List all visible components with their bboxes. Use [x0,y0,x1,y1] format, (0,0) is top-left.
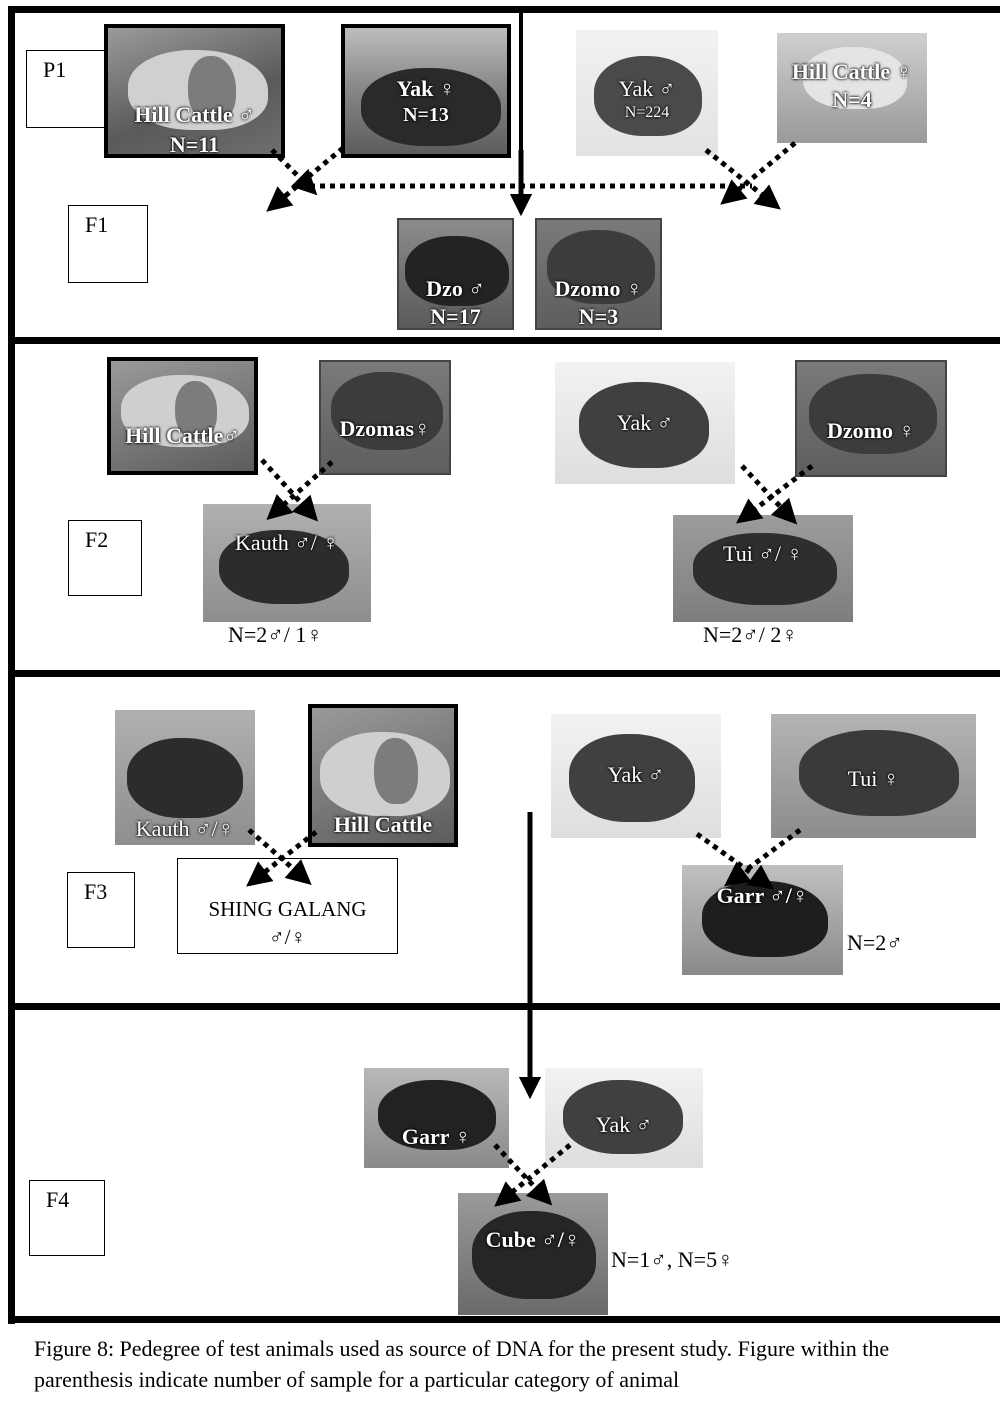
p1-yak-female-name: Yak ♀ [396,76,456,101]
arrow-f2-hillcattle-to-kauth [260,458,319,522]
f2-kauth-count: N=2♂/ 1♀ [228,622,323,647]
generation-label-f3: F3 [67,872,135,948]
f2-hill-cattle-photo: Hill Cattle♂ [107,357,258,475]
p1-hill-cattle-male-photo: Hill Cattle ♂ N=11 [104,24,285,158]
arrow-f2-dzomo-to-tui [736,464,814,524]
f3-yak-name: Yak ♂ [607,762,665,787]
f2-kauth-name: Kauth ♂/ ♀ [235,530,339,555]
f4-cube-name: Cube ♂/♀ [485,1227,581,1252]
arrow-f3-tui-to-garr [723,827,802,887]
figure-caption: Figure 8: Pedegree of test animals used … [34,1336,890,1392]
f4-yak-photo: Yak ♂ [545,1068,703,1168]
p1-hill-cattle-female-photo: Hill Cattle ♀ N=4 [777,33,927,143]
f1-dzomo-photo: Dzomo ♀ N=3 [535,218,662,330]
arrow-f4-yak-to-cube [494,1143,572,1207]
p1-yak-male-photo: Yak ♂ N=224 [576,30,718,156]
arrow-f3-kauth-to-shing [247,828,312,885]
divider-p1-f2 [8,337,1000,344]
arrow-p1-yak-male-to-f1 [704,148,781,210]
f1-dzomo-name: Dzomo ♀ [554,276,643,301]
arrow-f3-hillcattle-to-shing [246,830,318,887]
generation-label-f2: F2 [68,520,142,596]
f3-garr-count: N=2♂ [847,930,903,955]
f3-hill-cattle-photo: Hill Cattle [308,704,458,847]
f2-dzomo-photo: Dzomo ♀ [795,360,947,477]
f2-kauth-photo: Kauth ♂/ ♀ [203,504,371,622]
divider-f2-f3 [8,670,1000,677]
arrow-f2-yak-to-tui [740,464,798,525]
p1-yak-female-photo: Yak ♀ N=13 [341,24,511,158]
generation-label-f4: F4 [29,1180,105,1256]
f2-tui-count: N=2♂/ 2♀ [703,622,798,647]
divider-f3-f4 [8,1003,1000,1010]
f3-kauth-photo: Kauth ♂/♀ [115,710,255,845]
arrow-f3-yak-to-garr [695,831,775,890]
f4-yak-name: Yak ♂ [595,1112,653,1137]
p1-yak-female-count: N=13 [403,104,449,126]
frame-left [8,6,15,1324]
generation-label-p1: P1 [26,50,108,128]
f2-dzomas-photo: Dzomas♀ [319,360,451,475]
p1-hill-cattle-male-name: Hill Cattle ♂ [134,102,255,127]
f4-garr-photo: Garr ♀ [364,1068,509,1168]
f2-tui-photo: Tui ♂/ ♀ [673,515,853,622]
p1-hill-cattle-female-count: N=4 [832,87,872,112]
f2-dzomas-name: Dzomas♀ [339,416,431,441]
f3-tui-photo: Tui ♀ [771,714,976,838]
f4-cube-count: N=1♂, N=5♀ [611,1247,734,1272]
f2-yak-name: Yak ♂ [616,410,674,435]
generation-label-f1: F1 [68,205,148,283]
arrow-p1-hillcattle-male-to-f1 [270,148,318,196]
f3-yak-photo: Yak ♂ [551,714,721,838]
f1-dzo-count: N=17 [430,304,481,329]
arrow-f2-dzomas-to-kauth [266,460,334,520]
f3-kauth-name: Kauth ♂/♀ [135,816,235,841]
p1-yak-male-name: Yak ♂ [618,76,676,101]
f1-dzo-name: Dzo ♂ [426,276,485,301]
f3-tui-name: Tui ♀ [847,766,900,791]
f1-dzomo-count: N=3 [578,304,619,329]
arrow-p1-yak-female-to-f1 [266,146,345,212]
arrow-f4-garr-to-cube [493,1143,553,1206]
f2-yak-photo: Yak ♂ [555,362,735,484]
f3-hill-cattle-name: Hill Cattle [333,812,433,837]
f3-shing-galang-sex: ♂/♀ [268,925,307,950]
p1-hill-cattle-male-count: N=11 [169,132,220,157]
f4-garr-name: Garr ♀ [401,1124,472,1149]
p1-hill-cattle-female-name: Hill Cattle ♀ [791,59,913,84]
f1-dzo-photo: Dzo ♂ N=17 [397,218,514,330]
frame-top [8,6,1000,13]
f2-dzomo-name: Dzomo ♀ [827,418,915,443]
f4-cube-photo: Cube ♂/♀ [458,1193,608,1315]
divider-f4-caption [8,1316,1000,1323]
f2-tui-name: Tui ♂/ ♀ [723,541,803,566]
p1-yak-male-count: N=224 [624,104,670,121]
f2-hill-cattle-name: Hill Cattle♂ [125,423,240,448]
arrow-p1-hillcattle-female-to-f1 [720,141,797,205]
p1-center-divider [519,6,523,196]
f3-shing-galang-name: SHING GALANG [208,897,367,921]
